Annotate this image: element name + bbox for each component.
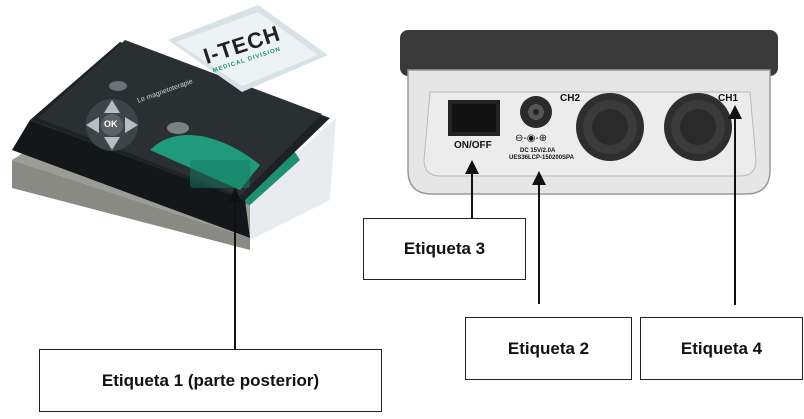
label-box-3: Etiqueta 3 xyxy=(363,218,526,280)
arrow-4-head xyxy=(728,105,742,119)
arrow-1-head xyxy=(228,188,242,202)
arrow-2-line xyxy=(538,183,540,304)
label-box-2: Etiqueta 2 xyxy=(465,317,632,380)
on-off-switch-label: ON/OFF xyxy=(454,140,492,151)
arrow-3-head xyxy=(465,160,479,174)
power-spec-line1: DC 15V/2.0A xyxy=(520,148,556,154)
arrow-2-head xyxy=(532,171,546,185)
device-front-illustration xyxy=(12,5,336,250)
dc-polarity-symbol: ⊖-◉-⊕ xyxy=(515,133,548,144)
arrow-3-line xyxy=(471,172,473,218)
ch2-label: CH2 xyxy=(560,93,581,104)
label-box-4: Etiqueta 4 xyxy=(640,317,803,380)
device-back-panel xyxy=(400,30,778,195)
power-spec-line2: UES36LCP-150200SPA xyxy=(509,155,574,161)
ch1-label: CH1 xyxy=(718,93,739,104)
ok-button-label: OK xyxy=(104,119,118,129)
arrow-4-line xyxy=(734,117,736,305)
arrow-1-line xyxy=(234,200,236,350)
label-box-1: Etiqueta 1 (parte posterior) xyxy=(39,349,382,412)
